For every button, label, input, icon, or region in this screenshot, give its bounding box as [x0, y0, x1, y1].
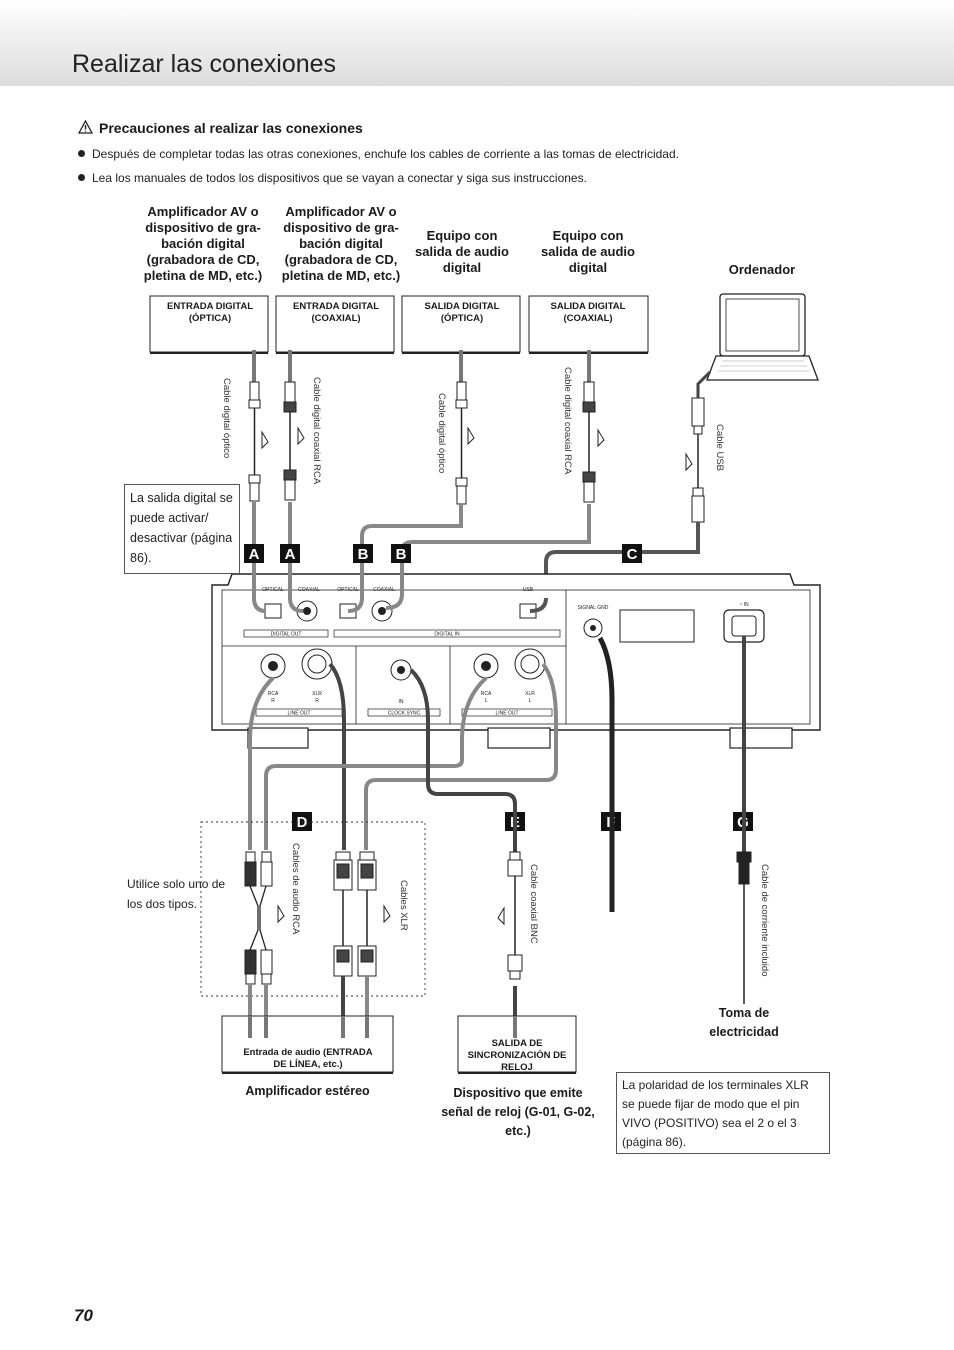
panel-label-ac-in: ~ IN [739, 602, 749, 608]
box-label-clock-out: SALIDA DE SINCRONIZACIÓN DE RELOJ [467, 1038, 567, 1073]
box-label-stereo-in: Entrada de audio (ENTRADA DE LÍNEA, etc.… [243, 1047, 373, 1070]
rear-panel [211, 573, 821, 749]
precaution-text: Después de completar todas las otras con… [92, 147, 679, 161]
panel-label-optical: OPTICAL [262, 587, 284, 593]
device-label-amp-coaxial: Amplificador AV o dispositivo de gra-bac… [281, 204, 401, 283]
box-in-optical [149, 295, 269, 353]
letter-d: D [297, 814, 308, 831]
page-number: 70 [74, 1306, 93, 1325]
cable-options-group [200, 821, 426, 997]
box-in-coaxial [275, 295, 395, 353]
letter-c: C [627, 546, 638, 563]
cable-label-usb: Cable USB [714, 424, 725, 471]
panel-label-r: R [271, 698, 275, 704]
device-label-src-optical: Equipo con salida de audio digital [415, 228, 509, 275]
device-label-src-coaxial: Equipo con salida de audio digital [541, 228, 635, 275]
panel-label-r: R [315, 698, 319, 704]
cable-label-rca: Cables de audio RCA [290, 843, 301, 935]
bullet-icon [78, 150, 85, 157]
note-one-type: Utilice solo uno de los dos tipos. [127, 877, 226, 911]
panel-label-xlr: XLR [525, 691, 535, 697]
page-title: Realizar las conexiones [72, 50, 337, 78]
letter-a: A [285, 546, 296, 563]
panel-label-optical: OPTICAL [337, 587, 359, 593]
box-out-optical [401, 295, 521, 353]
cable-label-xlr: Cables XLR [398, 880, 409, 931]
precaution-item: Lea los manuales de todos los dispositiv… [78, 171, 587, 185]
panel-label-usb: USB [523, 587, 534, 593]
caption-clock-device: Dispositivo que emite señal de reloj (G-… [441, 1086, 595, 1138]
note-xlr-polarity: La polaridad de los terminales XLR se pu… [616, 1072, 830, 1154]
panel-label-signal-gnd: SIGNAL GND [578, 605, 609, 611]
box-label-out-coaxial: SALIDA DIGITAL (COAXIAL) [550, 301, 626, 324]
panel-label-l: L [529, 698, 532, 704]
letter-b: B [358, 546, 369, 563]
page-header: Realizar las conexiones [0, 0, 954, 86]
panel-label-l: L [485, 698, 488, 704]
precaution-item: Después de completar todas las otras con… [78, 147, 679, 161]
caption-outlet: Toma de electricidad [709, 1006, 779, 1039]
letter-b: B [396, 546, 407, 563]
cable-label-optical: Cable digital óptico [436, 393, 447, 473]
panel-label-xlr: XLR [312, 691, 322, 697]
device-label-amp-optical: Amplificador AV o dispositivo de gra-bac… [143, 204, 263, 283]
laptop-icon [706, 293, 819, 381]
box-label-in-optical: ENTRADA DIGITAL (ÓPTICA) [166, 301, 254, 324]
note-digital-output: La salida digital se puede activar/ desa… [124, 484, 240, 574]
cable-label-optical: Cable digital óptico [221, 378, 232, 458]
box-label-in-coaxial: ENTRADA DIGITAL (COAXIAL) [292, 301, 380, 324]
cable-label-bnc: Cable coaxial BNC [528, 864, 539, 944]
precaution-text: Lea los manuales de todos los dispositiv… [92, 171, 587, 185]
bullet-icon [78, 174, 85, 181]
cable-label-coaxial: Cable digital coaxial RCA [562, 367, 573, 475]
cable-label-coaxial: Cable digital coaxial RCA [311, 377, 322, 485]
panel-label-coaxial: COAXIAL [373, 587, 395, 593]
panel-label-coaxial: COAXIAL [298, 587, 320, 593]
panel-label-line-out: LINE OUT [287, 711, 310, 717]
panel-label-rca: RCA [268, 691, 279, 697]
box-label-out-optical: SALIDA DIGITAL (ÓPTICA) [424, 301, 500, 324]
letter-a: A [249, 546, 260, 563]
panel-label-digital-in: DIGITAL IN [434, 632, 460, 638]
precautions-heading: Precauciones al realizar las conexiones [78, 120, 363, 136]
panel-label-rca: RCA [481, 691, 492, 697]
panel-label-in: IN [399, 699, 404, 705]
panel-label-line-out: LINE OUT [495, 711, 518, 717]
device-label-computer: Ordenador [728, 262, 796, 277]
warning-icon [78, 120, 93, 134]
precautions-title: Precauciones al realizar las conexiones [99, 120, 363, 136]
panel-label-digital-out: DIGITAL OUT [271, 632, 302, 638]
caption-stereo-amp: Amplificador estéreo [245, 1084, 370, 1098]
panel-label-clock-sync: CLOCK SYNC [388, 711, 421, 717]
cable-label-power: Cable de corriente incluido [759, 864, 770, 976]
